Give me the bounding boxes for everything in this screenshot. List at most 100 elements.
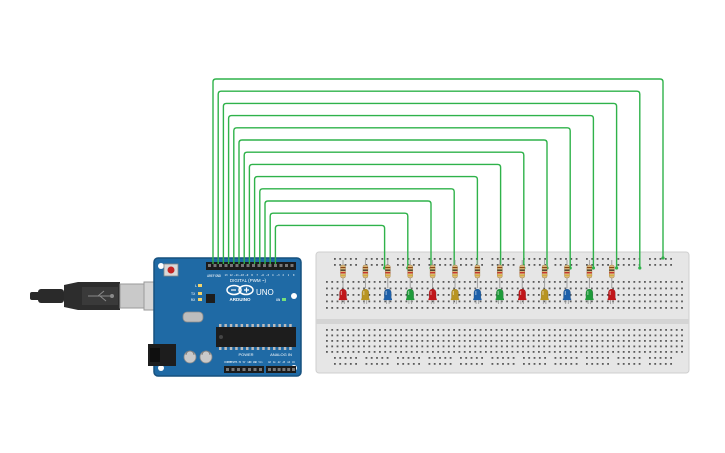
header-pin[interactable] bbox=[241, 264, 244, 267]
breadboard-hole bbox=[522, 345, 524, 348]
header-pin[interactable] bbox=[274, 264, 277, 267]
breadboard-hole bbox=[511, 287, 514, 290]
breadboard-hole bbox=[397, 258, 399, 260]
breadboard-hole bbox=[339, 264, 342, 266]
led-resistor-pair[interactable] bbox=[518, 260, 527, 304]
jumper-wire[interactable] bbox=[212, 78, 664, 264]
resistor-icon[interactable] bbox=[474, 264, 481, 279]
breadboard-hole bbox=[475, 357, 478, 359]
header-pin[interactable] bbox=[268, 264, 272, 267]
jumper-wire[interactable] bbox=[222, 102, 618, 268]
header-pin[interactable] bbox=[287, 368, 291, 371]
header-pin[interactable] bbox=[242, 368, 246, 371]
blue-led-icon[interactable] bbox=[563, 288, 571, 300]
reset-button-cap[interactable] bbox=[167, 266, 175, 274]
yellow-led-icon[interactable] bbox=[361, 288, 370, 300]
jumper-wire[interactable] bbox=[269, 212, 409, 268]
jumper-wire[interactable] bbox=[259, 188, 455, 268]
breadboard-hole bbox=[373, 351, 376, 353]
header-pin[interactable] bbox=[290, 264, 294, 267]
resistor-icon[interactable] bbox=[497, 264, 503, 279]
header-pin[interactable] bbox=[248, 368, 251, 371]
jumper-wire[interactable] bbox=[253, 175, 479, 268]
blue-led-icon[interactable] bbox=[473, 288, 482, 300]
led-resistor-pair[interactable] bbox=[361, 260, 370, 304]
breadboard-hole bbox=[349, 357, 352, 359]
resistor-icon[interactable] bbox=[340, 264, 346, 279]
resistor-icon[interactable] bbox=[519, 264, 525, 279]
green-led-icon[interactable] bbox=[406, 288, 414, 300]
red-led-icon[interactable] bbox=[428, 288, 437, 300]
led-resistor-pair[interactable] bbox=[562, 260, 572, 304]
header-pin[interactable] bbox=[282, 368, 286, 371]
jumper-wire[interactable] bbox=[274, 224, 386, 268]
breadboard-hole bbox=[675, 294, 678, 296]
jumper-wire[interactable] bbox=[233, 127, 571, 268]
red-led-icon[interactable] bbox=[608, 288, 616, 300]
header-pin[interactable] bbox=[235, 264, 239, 267]
resistor-icon[interactable] bbox=[564, 264, 570, 279]
resistor-icon[interactable] bbox=[429, 264, 436, 279]
jumper-wire[interactable] bbox=[227, 114, 595, 268]
yellow-led-icon[interactable] bbox=[451, 288, 459, 300]
green-led-icon[interactable] bbox=[585, 288, 594, 300]
breadboard-hole bbox=[384, 334, 387, 337]
breadboard-hole bbox=[607, 357, 609, 359]
green-led-icon[interactable] bbox=[496, 288, 504, 300]
digital-pin-label: ~3 bbox=[276, 273, 280, 277]
header-pin[interactable] bbox=[246, 264, 250, 267]
header-pin[interactable] bbox=[226, 368, 229, 371]
resistor-icon[interactable] bbox=[609, 264, 615, 279]
led-resistor-pair[interactable] bbox=[450, 260, 460, 304]
breadboard-hole bbox=[475, 363, 478, 365]
resistor-icon[interactable] bbox=[586, 264, 593, 279]
header-pin[interactable] bbox=[231, 368, 235, 371]
jumper-wire[interactable] bbox=[264, 200, 432, 268]
header-pin[interactable] bbox=[208, 264, 211, 267]
breadboard-hole bbox=[601, 345, 604, 348]
resistor-icon[interactable] bbox=[362, 264, 369, 279]
resistor-icon[interactable] bbox=[385, 264, 391, 279]
breadboard-hole bbox=[428, 264, 431, 266]
jumper-wire[interactable] bbox=[238, 139, 548, 268]
header-pin[interactable] bbox=[277, 368, 281, 371]
breadboard-hole bbox=[527, 307, 530, 309]
breadboard-hole bbox=[357, 334, 360, 337]
jumper-wire[interactable] bbox=[243, 151, 525, 268]
header-pin[interactable] bbox=[268, 368, 271, 371]
jumper-wire[interactable] bbox=[217, 90, 641, 268]
resistor-icon[interactable] bbox=[407, 264, 413, 279]
header-pin[interactable] bbox=[257, 264, 261, 267]
led-resistor-pair[interactable] bbox=[428, 260, 437, 304]
yellow-led-icon[interactable] bbox=[540, 288, 549, 300]
header-pin[interactable] bbox=[253, 368, 257, 371]
usb-cable[interactable] bbox=[30, 281, 169, 311]
led-resistor-pair[interactable] bbox=[338, 260, 348, 304]
header-pin[interactable] bbox=[252, 264, 255, 267]
jumper-wire[interactable] bbox=[248, 163, 502, 268]
header-pin[interactable] bbox=[230, 264, 233, 267]
header-pin[interactable] bbox=[272, 368, 276, 371]
header-pin[interactable] bbox=[285, 264, 288, 267]
led-resistor-pair[interactable] bbox=[406, 260, 415, 304]
header-pin[interactable] bbox=[237, 368, 240, 371]
red-led-icon[interactable] bbox=[339, 288, 347, 300]
red-led-icon[interactable] bbox=[518, 288, 526, 300]
blue-led-icon[interactable] bbox=[384, 288, 392, 300]
led-resistor-pair[interactable] bbox=[473, 260, 482, 304]
header-pin[interactable] bbox=[259, 368, 262, 371]
led-resistor-pair[interactable] bbox=[585, 260, 594, 304]
header-pin[interactable] bbox=[263, 264, 266, 267]
led-resistor-pair[interactable] bbox=[383, 260, 392, 304]
resistor-icon[interactable] bbox=[452, 264, 458, 279]
header-pin[interactable] bbox=[292, 368, 295, 371]
header-pin[interactable] bbox=[213, 264, 217, 267]
resistor-icon[interactable] bbox=[541, 264, 548, 279]
header-pin[interactable] bbox=[279, 264, 283, 267]
header-pin[interactable] bbox=[224, 264, 228, 267]
header-pin[interactable] bbox=[219, 264, 222, 267]
led-resistor-pair[interactable] bbox=[540, 260, 549, 304]
led-resistor-pair[interactable] bbox=[495, 260, 504, 304]
led-resistor-pair[interactable] bbox=[607, 260, 616, 304]
